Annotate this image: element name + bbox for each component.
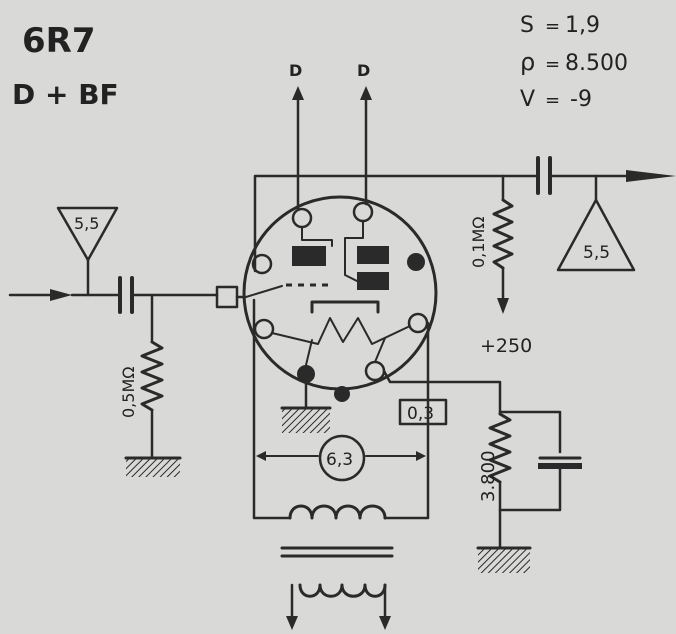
heater-circuit: 6,3	[252, 298, 430, 520]
spec-rho-symbol: ρ	[520, 48, 535, 76]
spec-v: V = -9	[520, 87, 592, 112]
input-circuit: 5,5	[8, 206, 219, 314]
tube-type: 6R7	[22, 21, 96, 61]
diode-output-2: D	[357, 61, 372, 206]
spec-s-symbol: S	[520, 13, 534, 38]
output-level-value: 5,5	[583, 243, 610, 263]
plate-supply-label: +250	[480, 335, 532, 357]
svg-text:=: =	[545, 90, 560, 111]
spec-v-value: -9	[570, 87, 592, 112]
dial-lamp: 0,3	[398, 398, 448, 426]
plate-resistor: 0,1MΩ +250	[469, 174, 532, 357]
spec-v-symbol: V	[520, 87, 535, 112]
spec-s-value: 1,9	[565, 13, 600, 38]
heater-voltage-value: 6,3	[326, 450, 353, 470]
svg-text:=: =	[545, 16, 560, 37]
diode-output-1: D	[289, 61, 304, 210]
diode-label-2: D	[357, 61, 370, 80]
output-level: 5,5	[556, 174, 636, 272]
grid-resistor: 0,5MΩ	[119, 293, 182, 477]
dial-lamp-value: 0,3	[407, 404, 434, 424]
transformer	[280, 504, 394, 630]
tube-ground	[280, 381, 332, 433]
spec-rho-value: 8.500	[565, 51, 628, 76]
cathode-resistor-label: 3.800	[478, 450, 499, 502]
input-level-value: 5,5	[74, 214, 99, 233]
diode-label-1: D	[289, 61, 302, 80]
spec-rho: ρ = 8.500	[520, 48, 628, 76]
spec-s: S = 1,9	[520, 13, 600, 38]
cathode-circuit: 3.800	[382, 369, 582, 573]
plate-resistor-label: 0,1MΩ	[469, 217, 488, 268]
svg-text:=: =	[545, 54, 560, 75]
tube-function: D + BF	[12, 78, 119, 111]
plate-circuit	[253, 156, 676, 273]
grid-resistor-label: 0,5MΩ	[119, 367, 138, 418]
tube-envelope	[215, 195, 438, 402]
